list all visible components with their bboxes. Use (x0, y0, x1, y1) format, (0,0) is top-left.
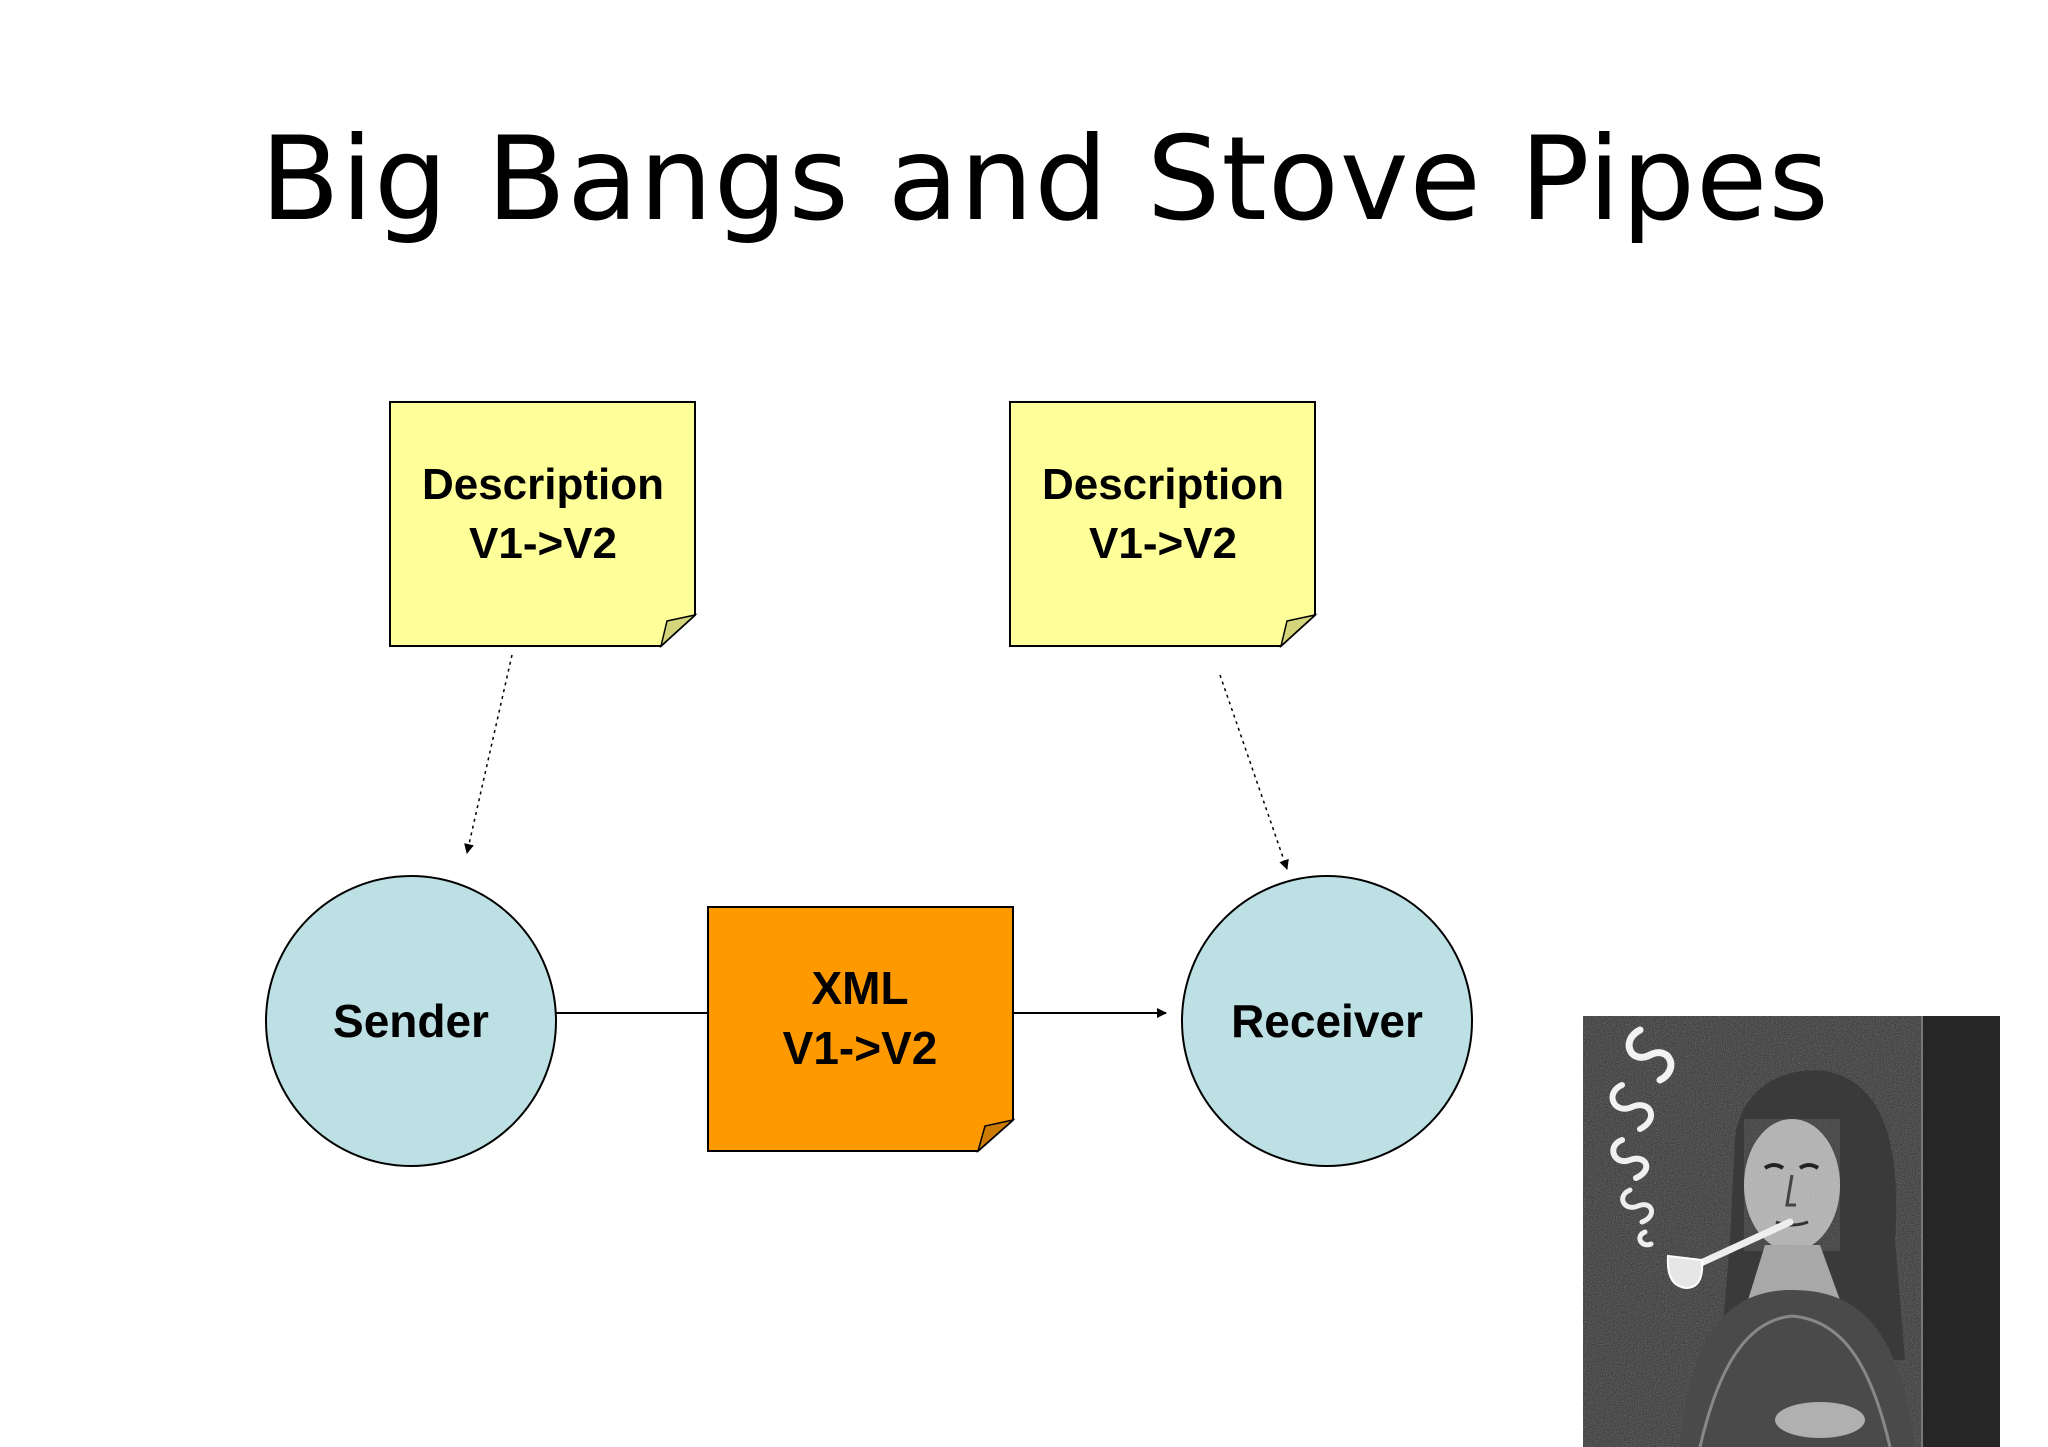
note-right-line2: V1->V2 (1089, 519, 1237, 568)
note-left-line1: Description (422, 460, 664, 509)
xml-message: XML V1->V2 (707, 906, 1016, 1154)
mona-lisa-pipe-picture (1583, 1016, 2000, 1447)
dotted-arrow-to-receiver (1219, 674, 1289, 870)
message-line1: XML (811, 962, 908, 1014)
sender-label: Sender (333, 995, 489, 1047)
description-note-right: Description V1->V2 (1009, 401, 1318, 649)
receiver-label: Receiver (1231, 995, 1423, 1047)
slide-title: Big Bangs and Stove Pipes (260, 112, 1830, 247)
note-left-line2: V1->V2 (469, 519, 617, 568)
receiver-node: Receiver (1181, 875, 1473, 1167)
note-right-line1: Description (1042, 460, 1284, 509)
description-note-left: Description V1->V2 (389, 401, 698, 649)
sender-node: Sender (265, 875, 557, 1167)
message-line2: V1->V2 (783, 1022, 938, 1074)
dotted-arrow-to-sender (464, 654, 513, 854)
